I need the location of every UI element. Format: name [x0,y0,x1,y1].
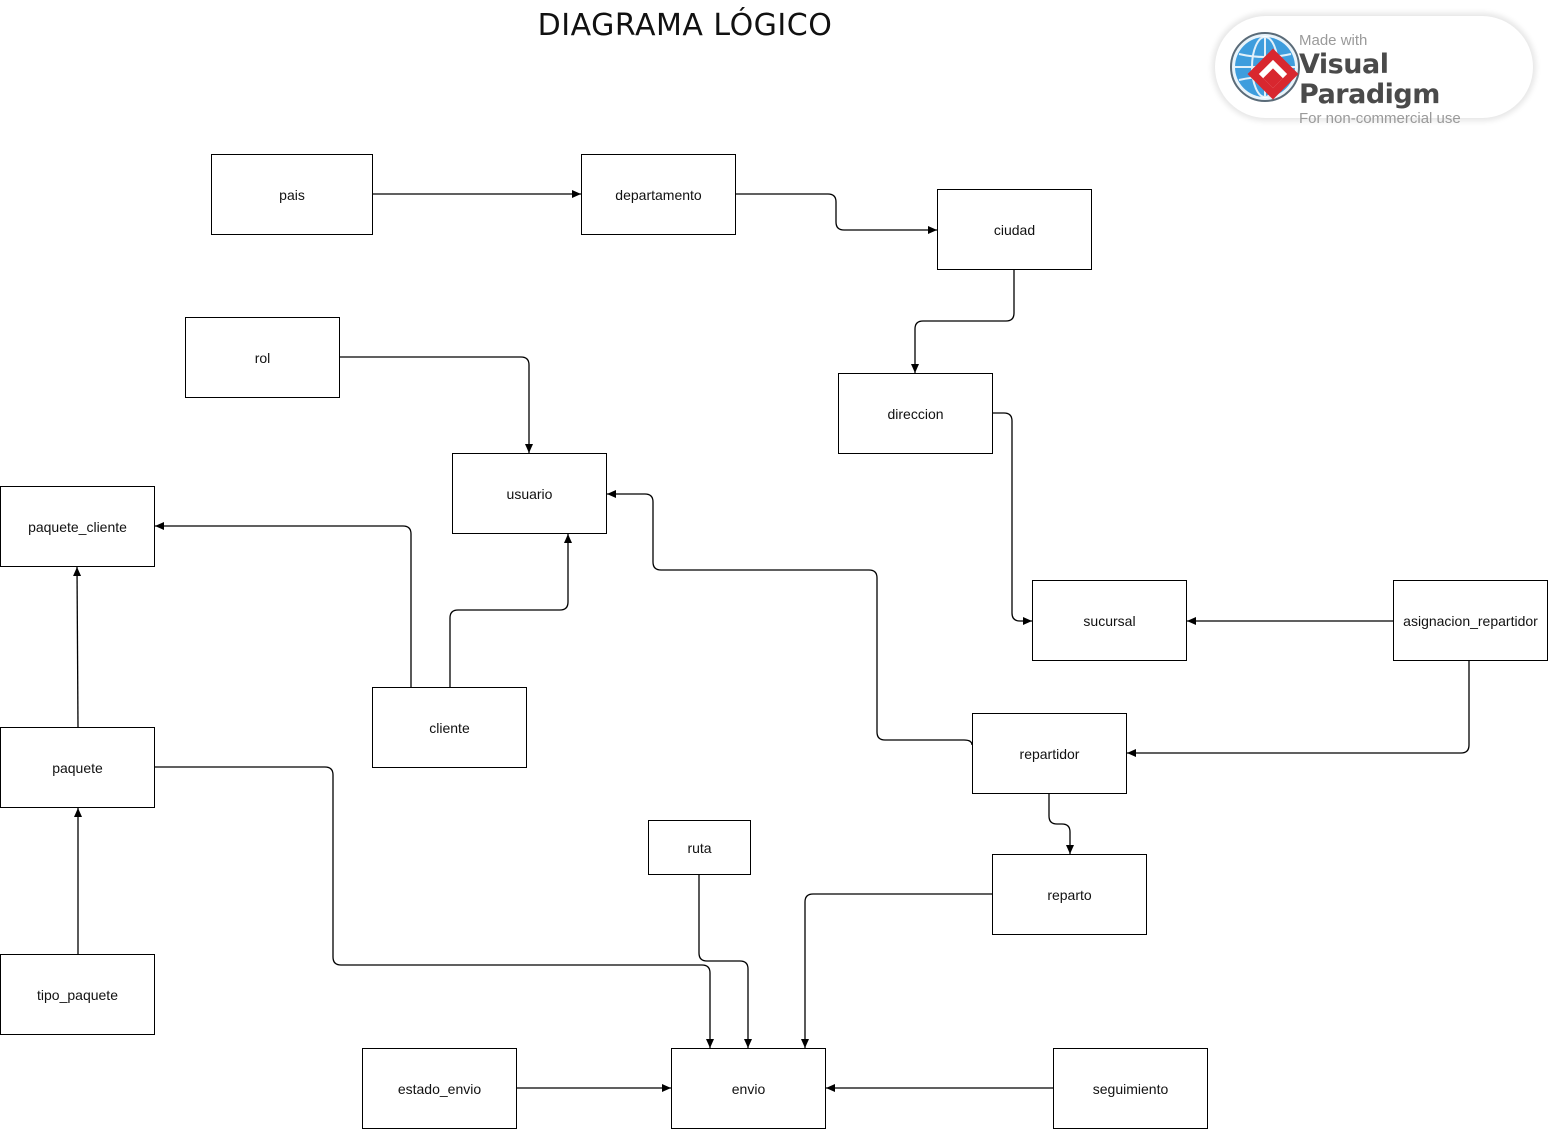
edge-asignacion-repartidor [1127,661,1470,757]
entity-label: paquete [52,759,103,776]
entity-paquete-cliente[interactable]: paquete_cliente [0,486,155,567]
entity-label: departamento [615,186,702,203]
entity-label: usuario [506,485,553,502]
entity-tipo-paquete[interactable]: tipo_paquete [0,954,155,1035]
entity-label: tipo_paquete [37,986,118,1003]
entity-sucursal[interactable]: sucursal [1032,580,1187,661]
entity-paquete[interactable]: paquete [0,727,155,808]
edge-cliente-usuario [449,534,572,687]
entity-departamento[interactable]: departamento [581,154,736,235]
entity-ciudad[interactable]: ciudad [937,189,1092,270]
edge-paquete-envio [155,766,714,1048]
entity-repartidor[interactable]: repartidor [972,713,1127,794]
entity-label: direccion [887,405,944,422]
entity-label: pais [279,186,305,203]
entity-label: cliente [429,719,470,736]
entity-label: reparto [1047,886,1092,903]
entity-label: rol [254,349,271,366]
badge-text: Made with Visual Paradigm For non-commer… [1299,32,1529,128]
edge-direccion-sucursal [993,412,1032,625]
entity-label: seguimiento [1092,1080,1169,1097]
entity-asignacion-repartidor[interactable]: asignacion_repartidor [1393,580,1548,661]
edge-ruta-envio [698,875,752,1048]
entity-label: paquete_cliente [28,518,127,535]
entity-label: sucursal [1083,612,1136,629]
edge-departamento-ciudad [736,193,937,234]
edge-rol-usuario [340,356,533,453]
edge-repartidor-usuario [607,490,973,746]
entity-estado-envio[interactable]: estado_envio [362,1048,517,1129]
entity-reparto[interactable]: reparto [992,854,1147,935]
entity-seguimiento[interactable]: seguimiento [1053,1048,1208,1129]
entity-label: estado_envio [397,1080,482,1097]
entity-ruta[interactable]: ruta [648,820,751,875]
entity-label: asignacion_repartidor [1403,612,1538,629]
visual-paradigm-logo-icon [1230,32,1300,102]
edge-reparto-envio [801,893,992,1048]
entity-direccion[interactable]: direccion [838,373,993,454]
edge-cliente-paquete-cliente [155,522,412,687]
entity-label: envio [731,1080,766,1097]
entity-label: ciudad [993,221,1036,238]
badge-note: For non-commercial use [1299,110,1461,127]
entity-label: ruta [687,839,712,856]
badge-made-with: Made with [1299,32,1368,49]
edge-ciudad-direccion [911,270,1015,373]
entity-cliente[interactable]: cliente [372,687,527,768]
edge-paquete-paquete-cliente [73,566,82,728]
diagram-title: DIAGRAMA LÓGICO [537,8,833,43]
entity-rol[interactable]: rol [185,317,340,398]
entity-envio[interactable]: envio [671,1048,826,1129]
entity-usuario[interactable]: usuario [452,453,607,534]
entity-label: repartidor [1019,745,1080,762]
entity-pais[interactable]: pais [211,154,373,235]
badge-brand: Visual Paradigm [1299,49,1440,110]
edge-repartidor-reparto [1048,794,1074,854]
visual-paradigm-badge[interactable]: Made with Visual Paradigm For non-commer… [1215,16,1533,127]
